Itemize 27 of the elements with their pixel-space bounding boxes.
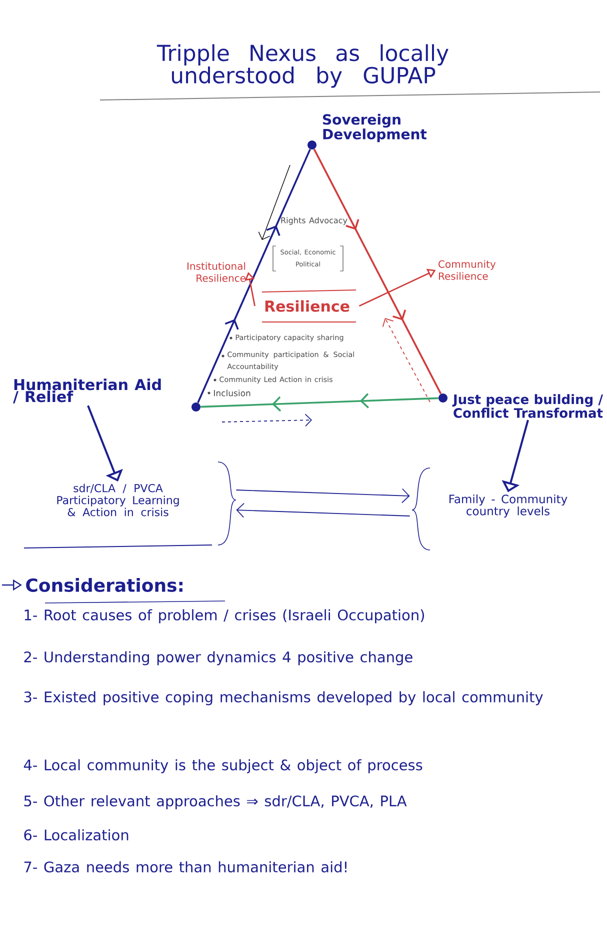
list-item: 3- Existed positive coping mechanisms developed by local community bbox=[24, 691, 543, 706]
list-item: 2- Understanding power dynamics 4 positive change bbox=[24, 651, 412, 666]
vertex-label: Humaniterian Aid / Relief bbox=[13, 378, 161, 404]
triangle-side bbox=[200, 393, 438, 412]
arrow bbox=[236, 502, 410, 518]
vertex-label: Sovereign Development bbox=[323, 114, 427, 142]
triangle-side bbox=[197, 148, 311, 404]
vertex-dot bbox=[438, 394, 448, 402]
vertex-dot bbox=[308, 140, 316, 150]
list-item: 5- Other relevant approaches ⇒ sdr/CLA, PVCA, PLA bbox=[24, 795, 407, 810]
note-text: Rights Advocacy bbox=[281, 217, 348, 225]
levels-text: Family - Community country levels bbox=[450, 494, 568, 518]
list-item: 1- Root causes of problem / crises (Israeli Occupation) bbox=[24, 609, 424, 624]
list-item: Inclusion bbox=[214, 390, 250, 396]
title: Tripple Nexus as locally understood by GUPAP bbox=[156, 44, 448, 88]
heading: Considerations: bbox=[26, 578, 182, 592]
center-label: Resilience bbox=[265, 300, 350, 312]
triangle-side bbox=[313, 148, 442, 394]
vertex-dot bbox=[192, 402, 200, 412]
list-item: 7- Gaza needs more than humaniterian aid! bbox=[24, 861, 346, 872]
resilience-label: Institutional Resilience bbox=[187, 262, 246, 282]
list-item: 6- Localization bbox=[24, 829, 128, 840]
arrow bbox=[236, 488, 410, 504]
resilience-label: Community Resilience bbox=[438, 260, 496, 280]
approach-text: sdr/CLA / PVCA Participatory Learning & Action in crisis bbox=[57, 484, 179, 516]
vertex-label: Just peace building / Conflict Transformat bbox=[452, 394, 603, 418]
list-item: 4- Local community is the subject & object of process bbox=[24, 759, 422, 774]
